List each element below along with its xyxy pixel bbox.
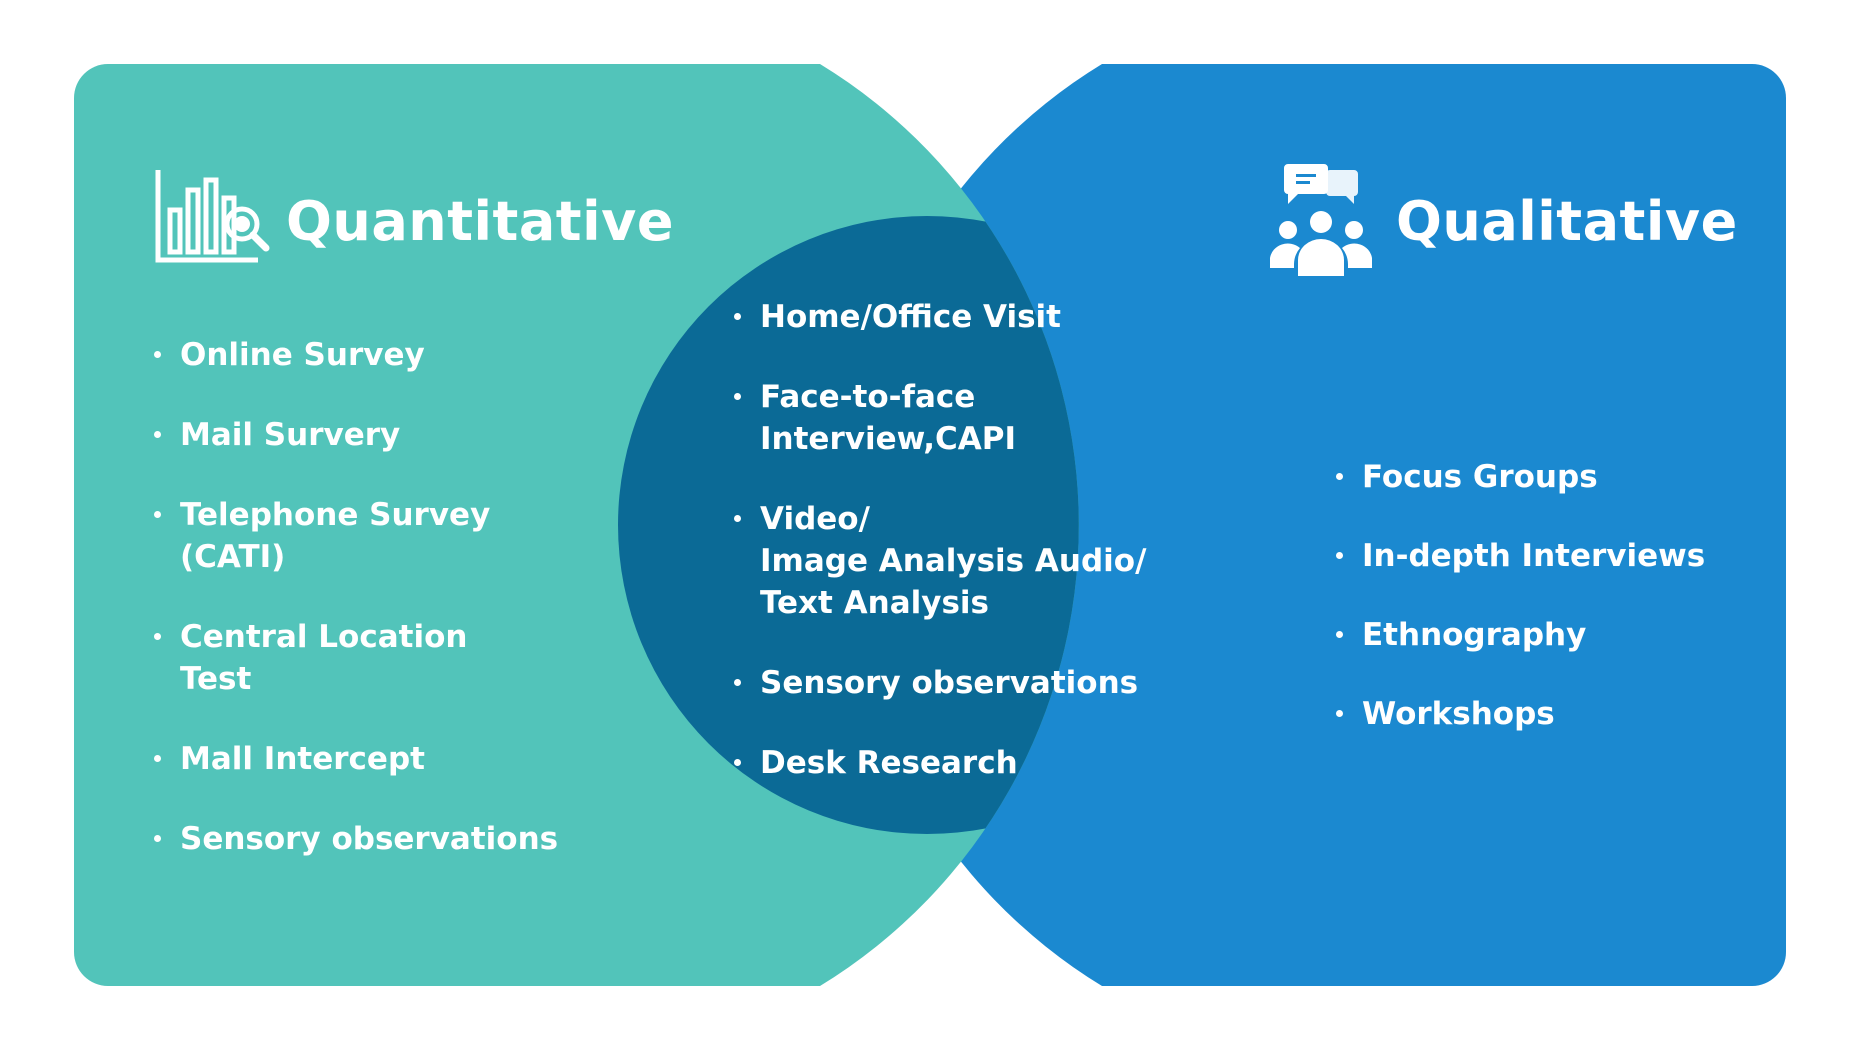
list-item: Workshops [1336,693,1796,735]
list-item: Mail Survery [154,414,614,456]
quantitative-list: Online Survey Mail Survery Telephone Sur… [154,334,614,898]
list-item: Face-to-face Interview,CAPI [734,376,1254,460]
list-item: Home/Office Visit [734,296,1254,338]
qualitative-shape [843,64,1786,986]
bar-chart-magnifier-icon [155,170,270,263]
list-item: Sensory observations [154,818,614,860]
list-item: Video/ Image Analysis Audio/ Text Analys… [734,498,1254,624]
list-item: In-depth Interviews [1336,535,1796,577]
list-item: Mall Intercept [154,738,614,780]
list-item: Online Survey [154,334,614,376]
list-item: Desk Research [734,742,1254,784]
qualitative-list: Focus Groups In-depth Interviews Ethnogr… [1336,456,1796,772]
list-item: Focus Groups [1336,456,1796,498]
group-discussion-icon [1270,164,1372,276]
list-item: Telephone Survey (CATI) [154,494,614,578]
quantitative-title: Quantitative [286,190,674,253]
list-item: Sensory observations [734,662,1254,704]
overlap-list: Home/Office Visit Face-to-face Interview… [734,296,1254,822]
list-item: Central Location Test [154,616,614,700]
overlap-shape [618,216,1079,834]
list-item: Ethnography [1336,614,1796,656]
qualitative-title: Qualitative [1396,190,1738,253]
